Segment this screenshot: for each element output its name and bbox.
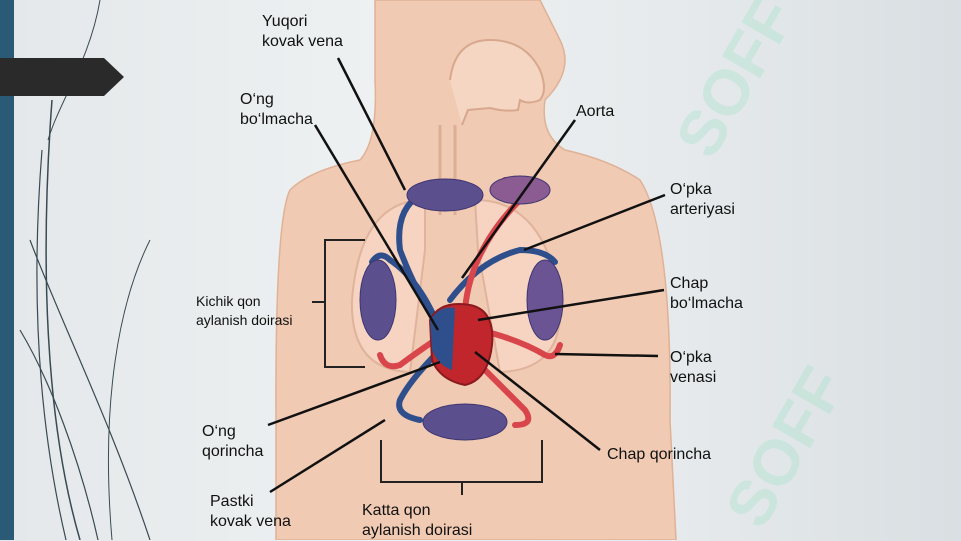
label-pulm-artery: O‘pka arteriyasi — [670, 181, 735, 218]
lower-capillary — [422, 403, 508, 441]
leader-sup-vena — [336, 57, 407, 191]
large-circulation-bracket — [380, 440, 543, 495]
descending-aorta — [472, 357, 532, 428]
leader-aorta — [460, 119, 577, 279]
heart-right-side — [430, 307, 455, 370]
pulmonary-artery-left — [447, 246, 558, 303]
leader-left-ventricle — [474, 351, 601, 451]
label-sup-vena: Yuqori kovak vena — [262, 13, 343, 50]
leader-inf-vena — [269, 418, 386, 494]
upper-capillary-left — [406, 178, 484, 212]
label-pulm-vein: O‘pka venasi — [670, 349, 717, 386]
capillary-beds — [359, 175, 564, 441]
left-lung-capillary — [526, 259, 564, 341]
right-lung-capillary — [359, 259, 397, 341]
leader-pulm-artery — [523, 193, 666, 252]
head-profile — [449, 38, 545, 126]
label-small-circ: Kichik qon aylanish doirasi — [196, 293, 293, 328]
label-aorta: Aorta — [576, 103, 615, 120]
label-left-ventricle: Chap qorincha — [607, 446, 712, 463]
leader-right-ventricle — [267, 360, 441, 427]
pulmonary-artery-right — [369, 252, 443, 333]
decorative-curves — [19, 0, 151, 540]
upper-capillary-right — [489, 175, 551, 205]
arrow-tab — [0, 58, 124, 96]
label-large-circ: Katta qon aylanish doirasi — [362, 502, 473, 539]
left-accent-strip — [0, 0, 14, 540]
label-left-atrium: Chap bo‘lmacha — [670, 275, 743, 312]
inferior-vena-cava — [396, 347, 443, 423]
label-inf-vena: Pastki kovak vena — [210, 493, 291, 530]
leader-left-atrium — [477, 288, 665, 322]
pulmonary-vein-left — [477, 327, 563, 360]
label-right-atrium: O‘ng bo‘lmacha — [240, 91, 313, 128]
small-circulation-bracket — [312, 239, 365, 368]
label-right-ventricle: O‘ng qorincha — [202, 423, 264, 460]
leader-pulm-vein — [554, 352, 659, 358]
leader-right-atrium — [313, 124, 440, 331]
